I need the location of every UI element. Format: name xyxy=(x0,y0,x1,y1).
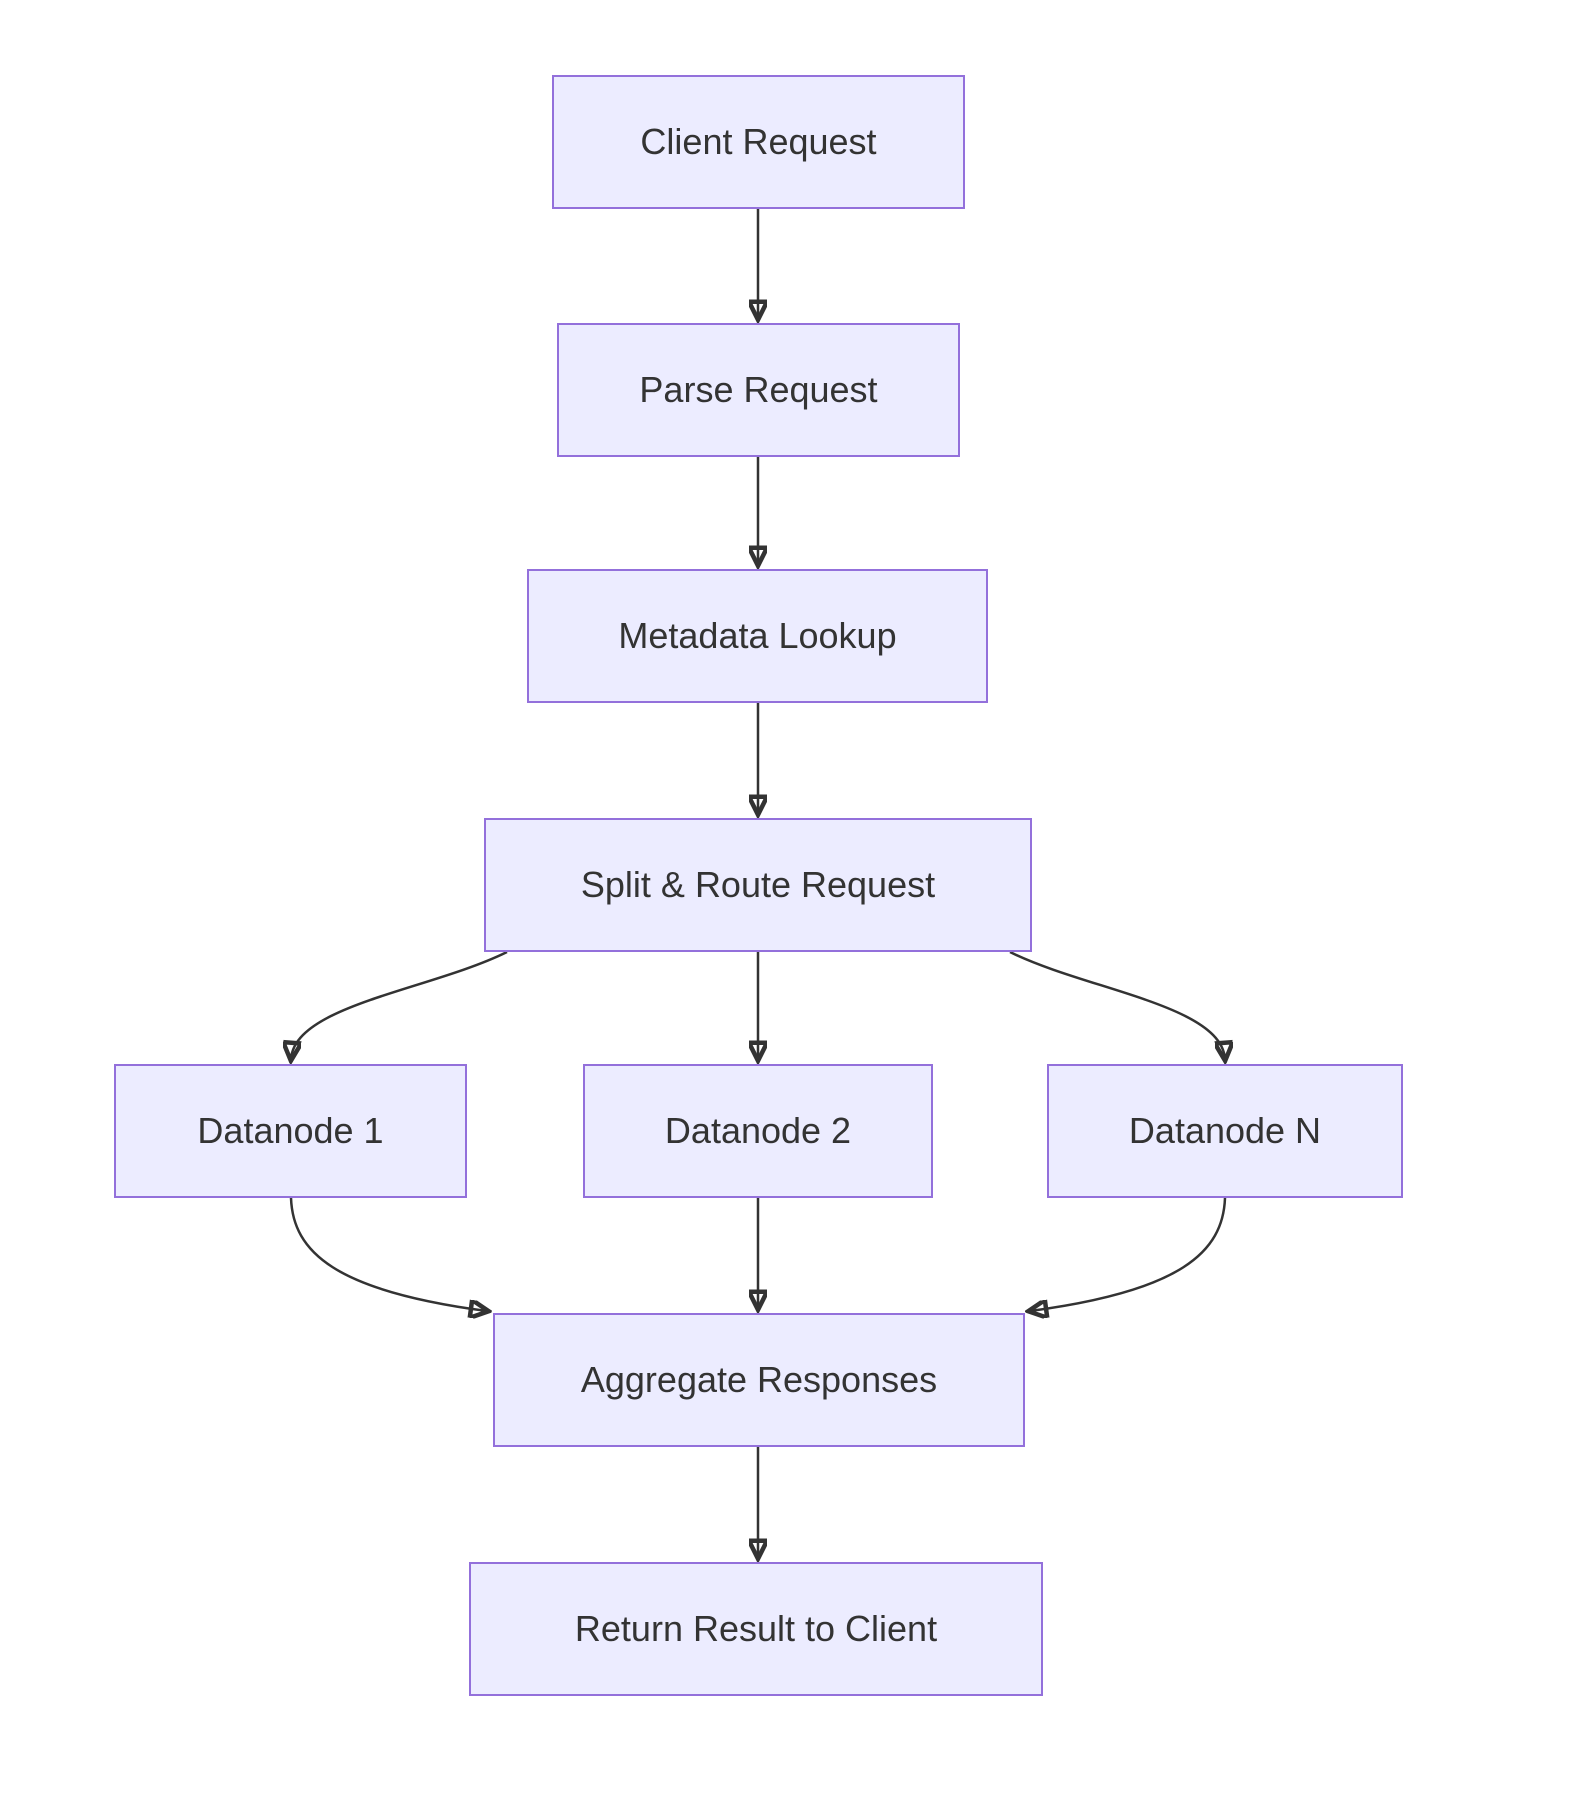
node-aggregate-responses: Aggregate Responses xyxy=(493,1313,1025,1447)
node-datanode-2: Datanode 2 xyxy=(583,1064,933,1198)
node-return-result-to-client: Return Result to Client xyxy=(469,1562,1043,1696)
edge-datanode1-aggregate xyxy=(289,1197,487,1311)
node-datanode-1: Datanode 1 xyxy=(114,1064,467,1198)
edge-datanodeN-aggregate xyxy=(1030,1197,1227,1311)
node-aggregate-responses-label: Aggregate Responses xyxy=(580,1359,938,1401)
node-parse-request: Parse Request xyxy=(557,323,960,457)
node-split-route-request: Split & Route Request xyxy=(484,818,1032,952)
node-datanode-1-label: Datanode 1 xyxy=(197,1110,384,1152)
node-metadata-lookup-label: Metadata Lookup xyxy=(618,615,897,657)
node-split-route-request-label: Split & Route Request xyxy=(580,864,936,906)
node-client-request: Client Request xyxy=(552,75,965,209)
node-metadata-lookup: Metadata Lookup xyxy=(527,569,988,703)
node-return-result-to-client-label: Return Result to Client xyxy=(574,1608,938,1650)
edge-split-datanode1 xyxy=(291,950,508,1059)
node-parse-request-label: Parse Request xyxy=(639,369,878,411)
node-datanode-2-label: Datanode 2 xyxy=(664,1110,852,1152)
node-datanode-n-label: Datanode N xyxy=(1128,1110,1322,1152)
node-client-request-label: Client Request xyxy=(640,121,877,163)
edge-split-datanodeN xyxy=(1009,950,1225,1059)
node-datanode-n: Datanode N xyxy=(1047,1064,1403,1198)
